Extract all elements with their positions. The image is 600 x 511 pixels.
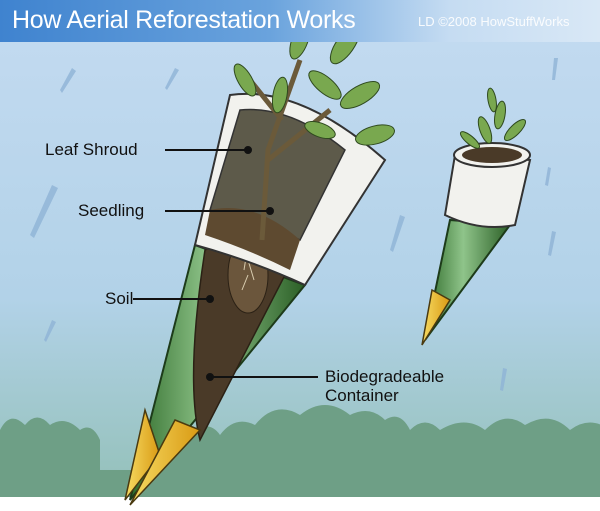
title-bar: How Aerial Reforestation Works LD ©2008 … bbox=[0, 0, 600, 42]
label-container-line1: Biodegradeable bbox=[325, 367, 445, 386]
distant-pods bbox=[30, 58, 558, 391]
label-soil: Soil bbox=[105, 289, 134, 308]
small-seed-pod bbox=[421, 87, 532, 346]
copyright-credit: LD ©2008 HowStuffWorks bbox=[418, 14, 570, 29]
label-seedling: Seedling bbox=[78, 201, 145, 220]
page-title: How Aerial Reforestation Works bbox=[12, 6, 356, 34]
label-container-line2: Container bbox=[325, 386, 399, 405]
leader-lines bbox=[133, 146, 318, 381]
label-container: Biodegradeable Container bbox=[325, 367, 444, 405]
main-seed-pod bbox=[124, 20, 395, 506]
label-leaf-shroud: Leaf Shroud bbox=[45, 140, 138, 159]
